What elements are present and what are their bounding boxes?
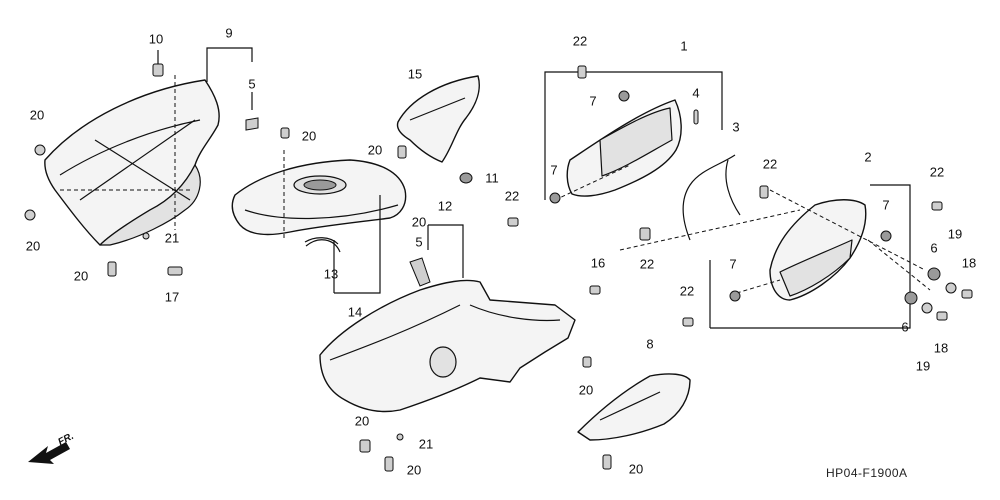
leader-lines xyxy=(157,47,931,329)
bolt-22a xyxy=(577,65,587,79)
callout-18: 18 xyxy=(933,340,949,356)
callout-20: 20 xyxy=(411,214,427,230)
callout-12: 12 xyxy=(437,198,453,214)
screw-20h xyxy=(384,456,394,472)
screw-20d xyxy=(280,127,290,139)
callout-19: 19 xyxy=(947,226,963,242)
screw-20a xyxy=(34,144,46,156)
callout-20: 20 xyxy=(73,268,89,284)
callout-19: 19 xyxy=(915,358,931,374)
callout-7: 7 xyxy=(589,93,597,109)
callout-7: 7 xyxy=(550,162,558,178)
callout-22: 22 xyxy=(504,188,520,204)
callout-9: 9 xyxy=(225,25,233,41)
callout-22: 22 xyxy=(679,283,695,299)
collar-6b xyxy=(904,291,918,305)
callout-7: 7 xyxy=(729,256,737,272)
hardware-group xyxy=(24,63,973,472)
callout-20: 20 xyxy=(25,238,41,254)
callout-20: 20 xyxy=(29,107,45,123)
upper-side-panel-part xyxy=(566,99,682,197)
washer-19b xyxy=(921,302,933,314)
callout-22: 22 xyxy=(929,164,945,180)
callout-21: 21 xyxy=(164,230,180,246)
clip-5b xyxy=(409,257,431,287)
callout-7: 7 xyxy=(882,197,890,213)
bolt-16 xyxy=(589,285,601,295)
bolt-22f xyxy=(682,317,694,327)
washer-19a xyxy=(945,282,957,294)
callout-22: 22 xyxy=(572,33,588,49)
front-fender-part xyxy=(44,75,220,246)
front-direction-arrow-icon xyxy=(28,442,70,464)
bolt-22e xyxy=(931,201,943,211)
bracket-cover-part xyxy=(396,75,480,163)
wire-guide-part xyxy=(682,154,741,241)
screw-20i xyxy=(602,454,612,470)
clip-4 xyxy=(693,109,699,125)
bolt-22b xyxy=(507,217,519,227)
callout-10: 10 xyxy=(148,31,164,47)
callout-18: 18 xyxy=(961,255,977,271)
rivet-21a xyxy=(142,232,150,240)
grommet-7b xyxy=(549,192,561,204)
callout-6: 6 xyxy=(901,319,909,335)
bolt-18b xyxy=(936,311,948,321)
grommet-7a xyxy=(618,90,630,102)
callout-13: 13 xyxy=(323,266,339,282)
callout-4: 4 xyxy=(692,85,700,101)
callout-5: 5 xyxy=(415,234,423,250)
callout-17: 17 xyxy=(164,289,180,305)
callout-21: 21 xyxy=(418,436,434,452)
callout-20: 20 xyxy=(628,461,644,477)
callout-20: 20 xyxy=(406,462,422,478)
callout-11: 11 xyxy=(485,170,499,186)
callout-22: 22 xyxy=(639,256,655,272)
callout-6: 6 xyxy=(930,240,938,256)
band-13 xyxy=(305,239,341,253)
screw-20g xyxy=(359,439,371,453)
rivet-21b xyxy=(396,433,404,441)
grommet-7c xyxy=(880,230,892,242)
callout-14: 14 xyxy=(347,304,363,320)
nut-11 xyxy=(459,172,473,184)
callout-20: 20 xyxy=(301,128,317,144)
callout-20: 20 xyxy=(578,382,594,398)
callout-20: 20 xyxy=(367,142,383,158)
clip-10 xyxy=(152,63,164,77)
bolt-18a xyxy=(961,289,973,299)
collar-6a xyxy=(927,267,941,281)
screw-20b xyxy=(24,209,36,221)
diagram-code: HP04-F1900A xyxy=(826,466,908,480)
callout-16: 16 xyxy=(590,255,606,271)
bolt-22d xyxy=(639,227,651,241)
tank-cover-part xyxy=(231,150,407,245)
screw-20f xyxy=(582,356,592,368)
bolt-17 xyxy=(167,266,183,276)
clip-5a xyxy=(245,117,259,131)
callout-8: 8 xyxy=(646,336,654,352)
callout-1: 1 xyxy=(680,38,688,54)
callout-2: 2 xyxy=(864,149,872,165)
callout-15: 15 xyxy=(407,66,423,82)
grommet-7d xyxy=(729,290,741,302)
bolt-22c xyxy=(759,185,769,199)
screw-20c xyxy=(107,261,117,277)
right-side-cover-part xyxy=(769,199,867,301)
side-cover-part xyxy=(319,279,576,413)
callout-20: 20 xyxy=(354,413,370,429)
screw-20e xyxy=(397,145,407,159)
callout-22: 22 xyxy=(762,156,778,172)
callout-3: 3 xyxy=(732,119,740,135)
lower-guard-part xyxy=(577,373,691,441)
callout-5: 5 xyxy=(248,76,256,92)
